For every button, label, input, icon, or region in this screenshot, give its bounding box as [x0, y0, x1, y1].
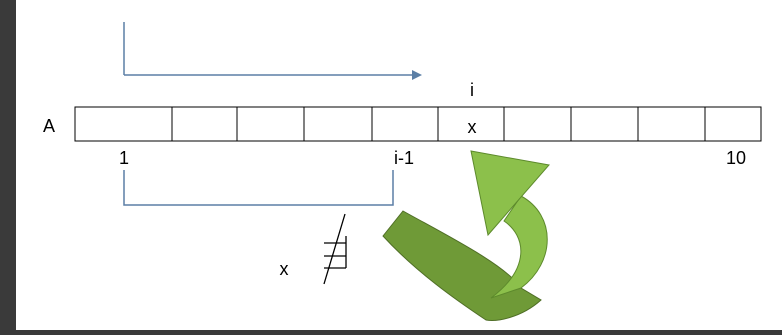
array-cell-8: [571, 107, 638, 141]
array-cell-5: [372, 107, 438, 141]
diagram-canvas: i A x 1 i-1 10: [16, 0, 782, 330]
array-cell-2: [172, 107, 237, 141]
not-equal-symbol: [324, 214, 346, 284]
array-cell-3: [237, 107, 304, 141]
array-cells: [75, 107, 761, 141]
end-index-label: 10: [726, 148, 746, 168]
current-cell-value: x: [468, 117, 477, 137]
array-name-label: A: [43, 116, 55, 136]
sorted-range-bracket: [124, 170, 393, 205]
scan-arrow: [124, 22, 422, 80]
array-cell-10: [705, 107, 761, 141]
not-equal-left-operand: x: [280, 259, 289, 279]
insertion-diagram: i A x 1 i-1 10: [16, 0, 782, 330]
current-index-label: i: [470, 80, 474, 100]
array-cell-1: [75, 107, 172, 141]
scan-arrowhead: [412, 70, 422, 80]
array-cell-9: [638, 107, 705, 141]
prev-index-label: i-1: [394, 148, 414, 168]
insert-curved-arrow: [383, 151, 549, 320]
array-cell-4: [304, 107, 372, 141]
array-cell-7: [504, 107, 571, 141]
start-index-label: 1: [119, 148, 129, 168]
